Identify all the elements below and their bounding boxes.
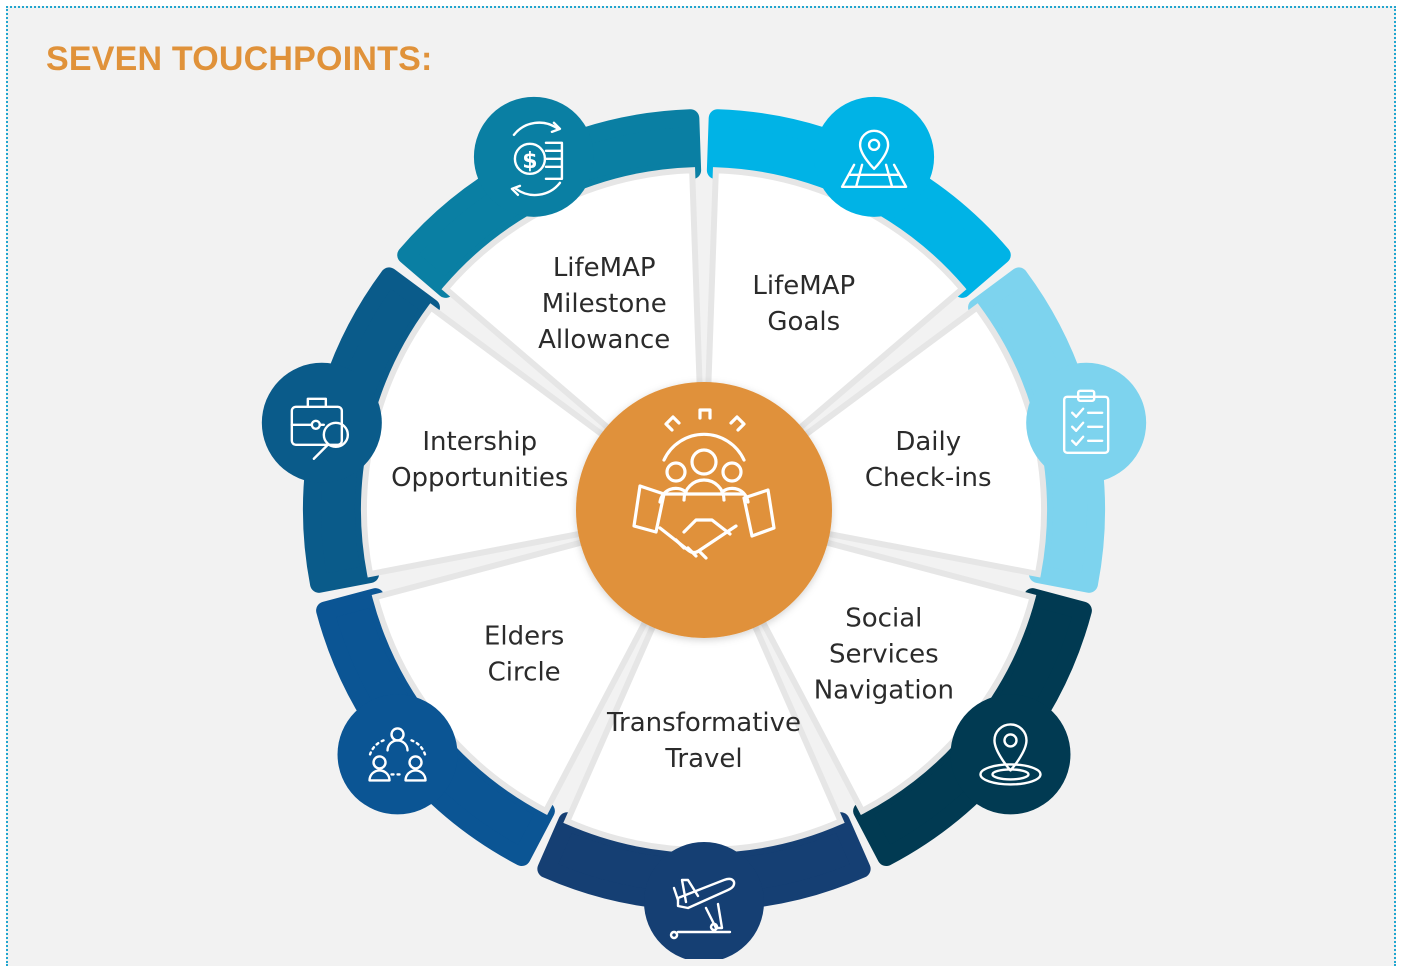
label-line: Intership (422, 427, 537, 457)
badge-transformative-travel (644, 842, 764, 959)
badge-social-services-navigation (950, 694, 1071, 815)
label-line: LifeMAP (553, 253, 656, 283)
label-line: Circle (488, 657, 561, 687)
diagram-heading: SEVEN TOUCHPOINTS: (46, 40, 433, 78)
touchpoint-badges: $ (261, 96, 1147, 959)
label-line: Travel (664, 744, 742, 774)
badge-intership-opportunities (261, 362, 382, 483)
checklist-clipboard-icon (1062, 389, 1110, 454)
label-line: Navigation (814, 675, 954, 705)
svg-text:$: $ (522, 149, 537, 174)
label-line: Daily (895, 427, 961, 457)
handshake-team-gear-icon (632, 408, 776, 560)
badge-circle (261, 362, 382, 483)
map-pin-map-icon (840, 129, 908, 189)
label-line: Goals (767, 307, 840, 337)
label-line: Check-ins (865, 463, 992, 493)
badge-daily-check-ins (1026, 362, 1147, 483)
label-line: LifeMAP (752, 271, 855, 301)
airplane-landing-icon (669, 877, 736, 940)
label-line: Allowance (538, 325, 670, 355)
center-disc (576, 382, 832, 638)
briefcase-search-icon (290, 397, 350, 460)
badge-circle (1026, 362, 1147, 483)
label-line: Transformative (606, 708, 801, 738)
badge-elders-circle (337, 694, 458, 815)
badge-circle (814, 96, 935, 217)
label-line: Milestone (542, 289, 667, 319)
location-pin-icon (979, 723, 1042, 786)
label-lifemap-goals: LifeMAP Goals (752, 271, 855, 337)
label-line: Services (829, 639, 939, 669)
people-group-icon (368, 727, 427, 782)
badge-lifemap-goals (814, 96, 935, 217)
label-line: Opportunities (391, 463, 568, 493)
label-line: Elders (484, 621, 564, 651)
label-line: Social (845, 603, 922, 633)
badge-lifemap-milestone-allowance: $ (473, 96, 594, 217)
badge-circle (950, 694, 1071, 815)
money-cycle-icon: $ (510, 121, 564, 197)
badge-circle (337, 694, 458, 815)
badge-circle (473, 96, 594, 217)
